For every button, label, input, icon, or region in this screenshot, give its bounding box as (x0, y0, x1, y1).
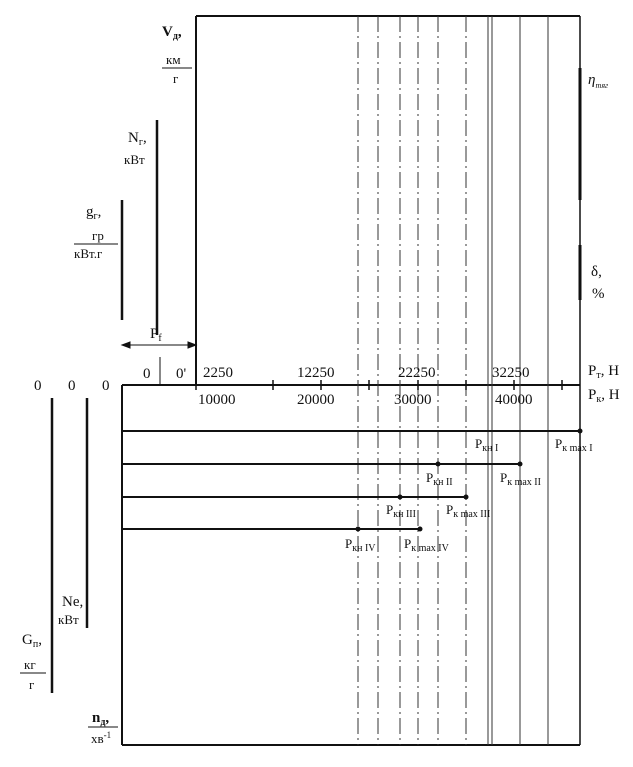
g-n-unit-num: кг (24, 657, 36, 672)
p-kn-4-point (355, 526, 361, 532)
eta-label: ηтяг (588, 72, 608, 90)
n-d-label: nд, (92, 710, 109, 728)
bottom-tick-2: 20000 (297, 392, 335, 408)
origin-zero-prime: 0' (176, 366, 187, 382)
delta-unit: % (592, 286, 605, 302)
g-n-unit-den: г (29, 677, 34, 692)
top-tick-4: 32250 (492, 365, 530, 381)
n-d-zero: 0 (102, 378, 110, 394)
g-t-unit-num: гр (92, 228, 104, 243)
ne-label: Ne, (62, 594, 83, 610)
p-kn-2-label: Pкн II (426, 470, 453, 488)
p-t-axis-label: Pт, Н (588, 363, 619, 381)
n-t-label: Nг, (128, 130, 147, 148)
p-k-max-1-point (577, 428, 583, 434)
p-k-axis-label: Pк, Н (588, 387, 620, 405)
p-f-label: Pf (150, 326, 162, 344)
v-d-unit-num: км (166, 52, 181, 67)
bottom-tick-1: 10000 (198, 392, 236, 408)
g-n-zero: 0 (34, 378, 42, 394)
top-tick-1: 2250 (203, 365, 233, 381)
p-k-max-2-point (517, 461, 523, 467)
main-frame (121, 15, 582, 746)
p-kn-1-label: Pкн I (475, 436, 498, 454)
bottom-tick-4: 40000 (495, 392, 533, 408)
left-axes (50, 120, 159, 693)
g-t-unit-den: кВт.г (74, 246, 102, 261)
p-f-dimension (120, 341, 198, 385)
g-n-label: Gп, (22, 632, 42, 650)
v-d-unit-den: г (173, 71, 178, 86)
g-t-label: gг, (86, 204, 101, 222)
n-d-unit: хв-1 (91, 730, 111, 746)
p-k-max-1-label: Pк max I (555, 436, 593, 454)
ne-unit: кВт (58, 612, 79, 627)
n-t-unit: кВт (124, 152, 145, 167)
axis-ticks (195, 380, 563, 390)
top-tick-2: 12250 (297, 365, 335, 381)
p-k-max-4-point (417, 526, 423, 532)
v-d-label: Vд, (162, 24, 182, 42)
gear-lines (122, 430, 580, 530)
origin-zero: 0 (143, 366, 151, 382)
p-kn-3-label: Pкн III (386, 502, 416, 520)
p-kn-2-point (435, 461, 441, 467)
delta-label: δ, (591, 264, 602, 280)
p-k-max-2-label: Pк max II (500, 470, 541, 488)
p-k-max-3-point (463, 494, 469, 500)
p-k-max-4-label: Pк max IV (404, 536, 450, 554)
gear-points (355, 428, 583, 532)
p-kn-4-label: Pкн IV (345, 536, 376, 554)
bottom-tick-3: 30000 (394, 392, 432, 408)
p-kn-3-point (397, 494, 403, 500)
p-k-max-3-label: Pк max III (446, 502, 490, 520)
top-tick-3: 22250 (398, 365, 436, 381)
ne-zero: 0 (68, 378, 76, 394)
